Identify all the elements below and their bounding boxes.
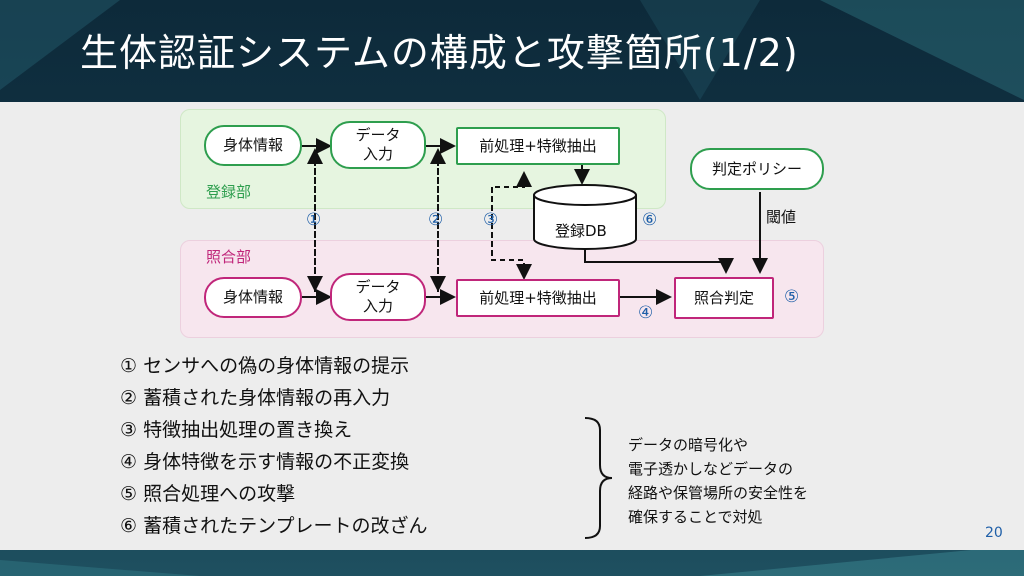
marker-1: ①: [306, 210, 322, 230]
slide-title: 生体認証システムの構成と攻撃箇所(1/2): [80, 31, 799, 75]
matching-data-input-line1: データ: [355, 278, 401, 297]
registration-label: 登録部: [206, 183, 252, 201]
attack-item-6: ⑥ 蓄積されたテンプレートの改ざん: [120, 515, 428, 537]
attack-item-5: ⑤ 照合処理への攻撃: [120, 483, 296, 505]
countermeasure-line-4: 確保することで対処: [628, 508, 763, 526]
countermeasure-line-1: データの暗号化や: [628, 436, 749, 454]
attack-item-2: ② 蓄積された身体情報の再入力: [120, 387, 391, 409]
policy-node: 判定ポリシー: [690, 148, 824, 190]
marker-3: ③: [483, 210, 499, 230]
database-label: 登録DB: [555, 222, 607, 240]
registration-data-input-line2: 入力: [362, 145, 393, 163]
matching-data-input-line2: 入力: [362, 297, 393, 315]
matching-body-info-node: 身体情報: [204, 277, 302, 318]
countermeasure-line-3: 経路や保管場所の安全性を: [628, 484, 809, 502]
countermeasure-note: データの暗号化や 電子透かしなどデータの 経路や保管場所の安全性を 確保すること…: [628, 433, 808, 529]
matching-data-input-node: データ 入力: [330, 273, 426, 321]
threshold-label: 閾値: [766, 208, 797, 226]
matching-feature-node: 前処理+特徴抽出: [456, 279, 620, 317]
marker-6: ⑥: [642, 210, 658, 230]
registration-body-info-node: 身体情報: [204, 125, 302, 166]
marker-5: ⑤: [784, 287, 800, 307]
attack-item-3: ③ 特徴抽出処理の置き換え: [120, 419, 353, 441]
database-cylinder-icon: [533, 184, 637, 250]
registration-feature-node: 前処理+特徴抽出: [456, 127, 620, 165]
attack-item-1: ① センサへの偽の身体情報の提示: [120, 355, 410, 377]
matching-label: 照合部: [206, 248, 252, 266]
marker-4: ④: [638, 303, 654, 323]
countermeasure-line-2: 電子透かしなどデータの: [628, 460, 794, 478]
attack-item-4: ④ 身体特徴を示す情報の不正変換: [120, 451, 410, 473]
matching-decision-node: 照合判定: [674, 277, 774, 319]
marker-2: ②: [428, 210, 444, 230]
registration-data-input-line1: データ: [355, 126, 401, 145]
attack-list: ① センサへの偽の身体情報の提示 ② 蓄積された身体情報の再入力 ③ 特徴抽出処…: [120, 350, 428, 542]
page-number: 20: [985, 525, 1003, 541]
registration-data-input-node: データ 入力: [330, 121, 426, 169]
